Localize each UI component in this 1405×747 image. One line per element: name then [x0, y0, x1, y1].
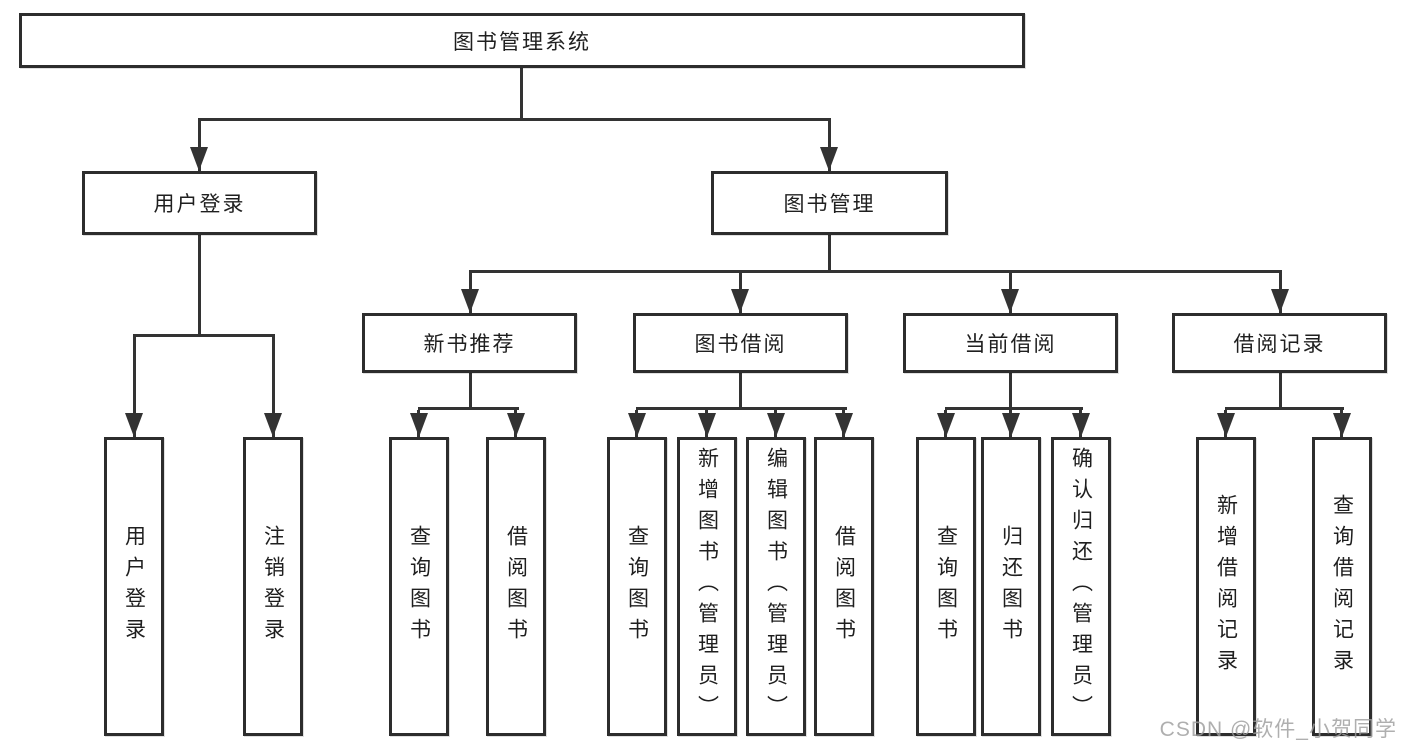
arrow-down-icon [937, 413, 955, 437]
leaf-label: 归还图书 [999, 524, 1023, 649]
leaf-query-books: 查询图书 [389, 437, 449, 736]
leaf-label: 借阅图书 [504, 524, 528, 649]
leaf-add-borrow-record: 新增借阅记录 [1196, 437, 1256, 736]
connector-line [945, 407, 1083, 410]
connector-line [739, 373, 742, 410]
csdn-watermark: CSDN @软件_小贺同学 [1159, 718, 1397, 741]
connector-line [418, 407, 519, 410]
connector-line [469, 373, 472, 410]
arrow-down-icon [410, 413, 428, 437]
node-current-borrow: 当前借阅 [903, 313, 1118, 373]
leaf-edit-books-admin: 编辑图书（管理员） [746, 437, 806, 736]
arrow-down-icon [507, 413, 525, 437]
node-label: 新书推荐 [423, 333, 516, 356]
node-borrow-records: 借阅记录 [1172, 313, 1387, 373]
leaf-label: 借阅图书 [832, 524, 856, 649]
leaf-user-login: 用户登录 [104, 437, 164, 736]
leaf-query-borrow-record: 查询借阅记录 [1312, 437, 1372, 736]
leaf-query-books: 查询图书 [607, 437, 667, 736]
node-book-borrow: 图书借阅 [633, 313, 848, 373]
leaf-borrow-books: 借阅图书 [814, 437, 874, 736]
connector-line [1279, 373, 1282, 410]
connector-line [828, 235, 831, 273]
arrow-down-icon [820, 147, 838, 171]
arrow-down-icon [264, 413, 282, 437]
leaf-logout-login: 注销登录 [243, 437, 303, 736]
arrow-down-icon [1271, 289, 1289, 313]
arrow-down-icon [731, 289, 749, 313]
connector-line [636, 407, 847, 410]
arrow-down-icon [1333, 413, 1351, 437]
arrow-down-icon [767, 413, 785, 437]
leaf-label: 用户登录 [122, 524, 146, 649]
arrow-down-icon [461, 289, 479, 313]
connector-line [198, 121, 201, 171]
leaf-label: 查询借阅记录 [1330, 493, 1354, 680]
node-label: 当前借阅 [964, 333, 1057, 356]
arrow-down-icon [1217, 413, 1235, 437]
node-user-login: 用户登录 [82, 171, 317, 235]
arrow-down-icon [1001, 289, 1019, 313]
leaf-label: 新增图书（管理员） [695, 447, 719, 726]
connector-line [133, 337, 136, 437]
leaf-query-books: 查询图书 [916, 437, 976, 736]
arrow-down-icon [1072, 413, 1090, 437]
leaf-label: 新增借阅记录 [1214, 493, 1238, 680]
connector-line [198, 118, 831, 121]
connector-line [198, 235, 201, 337]
node-label: 图书借阅 [694, 333, 787, 356]
connector-line [1225, 407, 1344, 410]
node-new-book-recommend: 新书推荐 [362, 313, 577, 373]
leaf-label: 编辑图书（管理员） [764, 447, 788, 726]
node-label: 图书管理 [783, 193, 876, 216]
node-label: 用户登录 [153, 193, 246, 216]
arrow-down-icon [628, 413, 646, 437]
leaf-return-books: 归还图书 [981, 437, 1041, 736]
connector-line [469, 270, 1282, 273]
arrow-down-icon [1002, 413, 1020, 437]
arrow-down-icon [190, 147, 208, 171]
leaf-confirm-return-admin: 确认归还（管理员） [1051, 437, 1111, 736]
leaf-label: 确认归还（管理员） [1069, 447, 1093, 726]
leaf-label: 注销登录 [261, 524, 285, 649]
arrow-down-icon [698, 413, 716, 437]
node-book-management: 图书管理 [711, 171, 948, 235]
connector-line [1009, 373, 1012, 410]
node-label: 借阅记录 [1233, 333, 1326, 356]
leaf-borrow-books: 借阅图书 [486, 437, 546, 736]
connector-line [272, 337, 275, 437]
connector-line [520, 68, 523, 121]
leaf-add-books-admin: 新增图书（管理员） [677, 437, 737, 736]
connector-line [828, 121, 831, 171]
node-label: 图书管理系统 [453, 30, 591, 54]
leaf-label: 查询图书 [625, 524, 649, 649]
leaf-label: 查询图书 [934, 524, 958, 649]
arrow-down-icon [835, 413, 853, 437]
leaf-label: 查询图书 [407, 524, 431, 649]
node-library-management-system: 图书管理系统 [19, 13, 1025, 68]
connector-line [133, 334, 275, 337]
arrow-down-icon [125, 413, 143, 437]
